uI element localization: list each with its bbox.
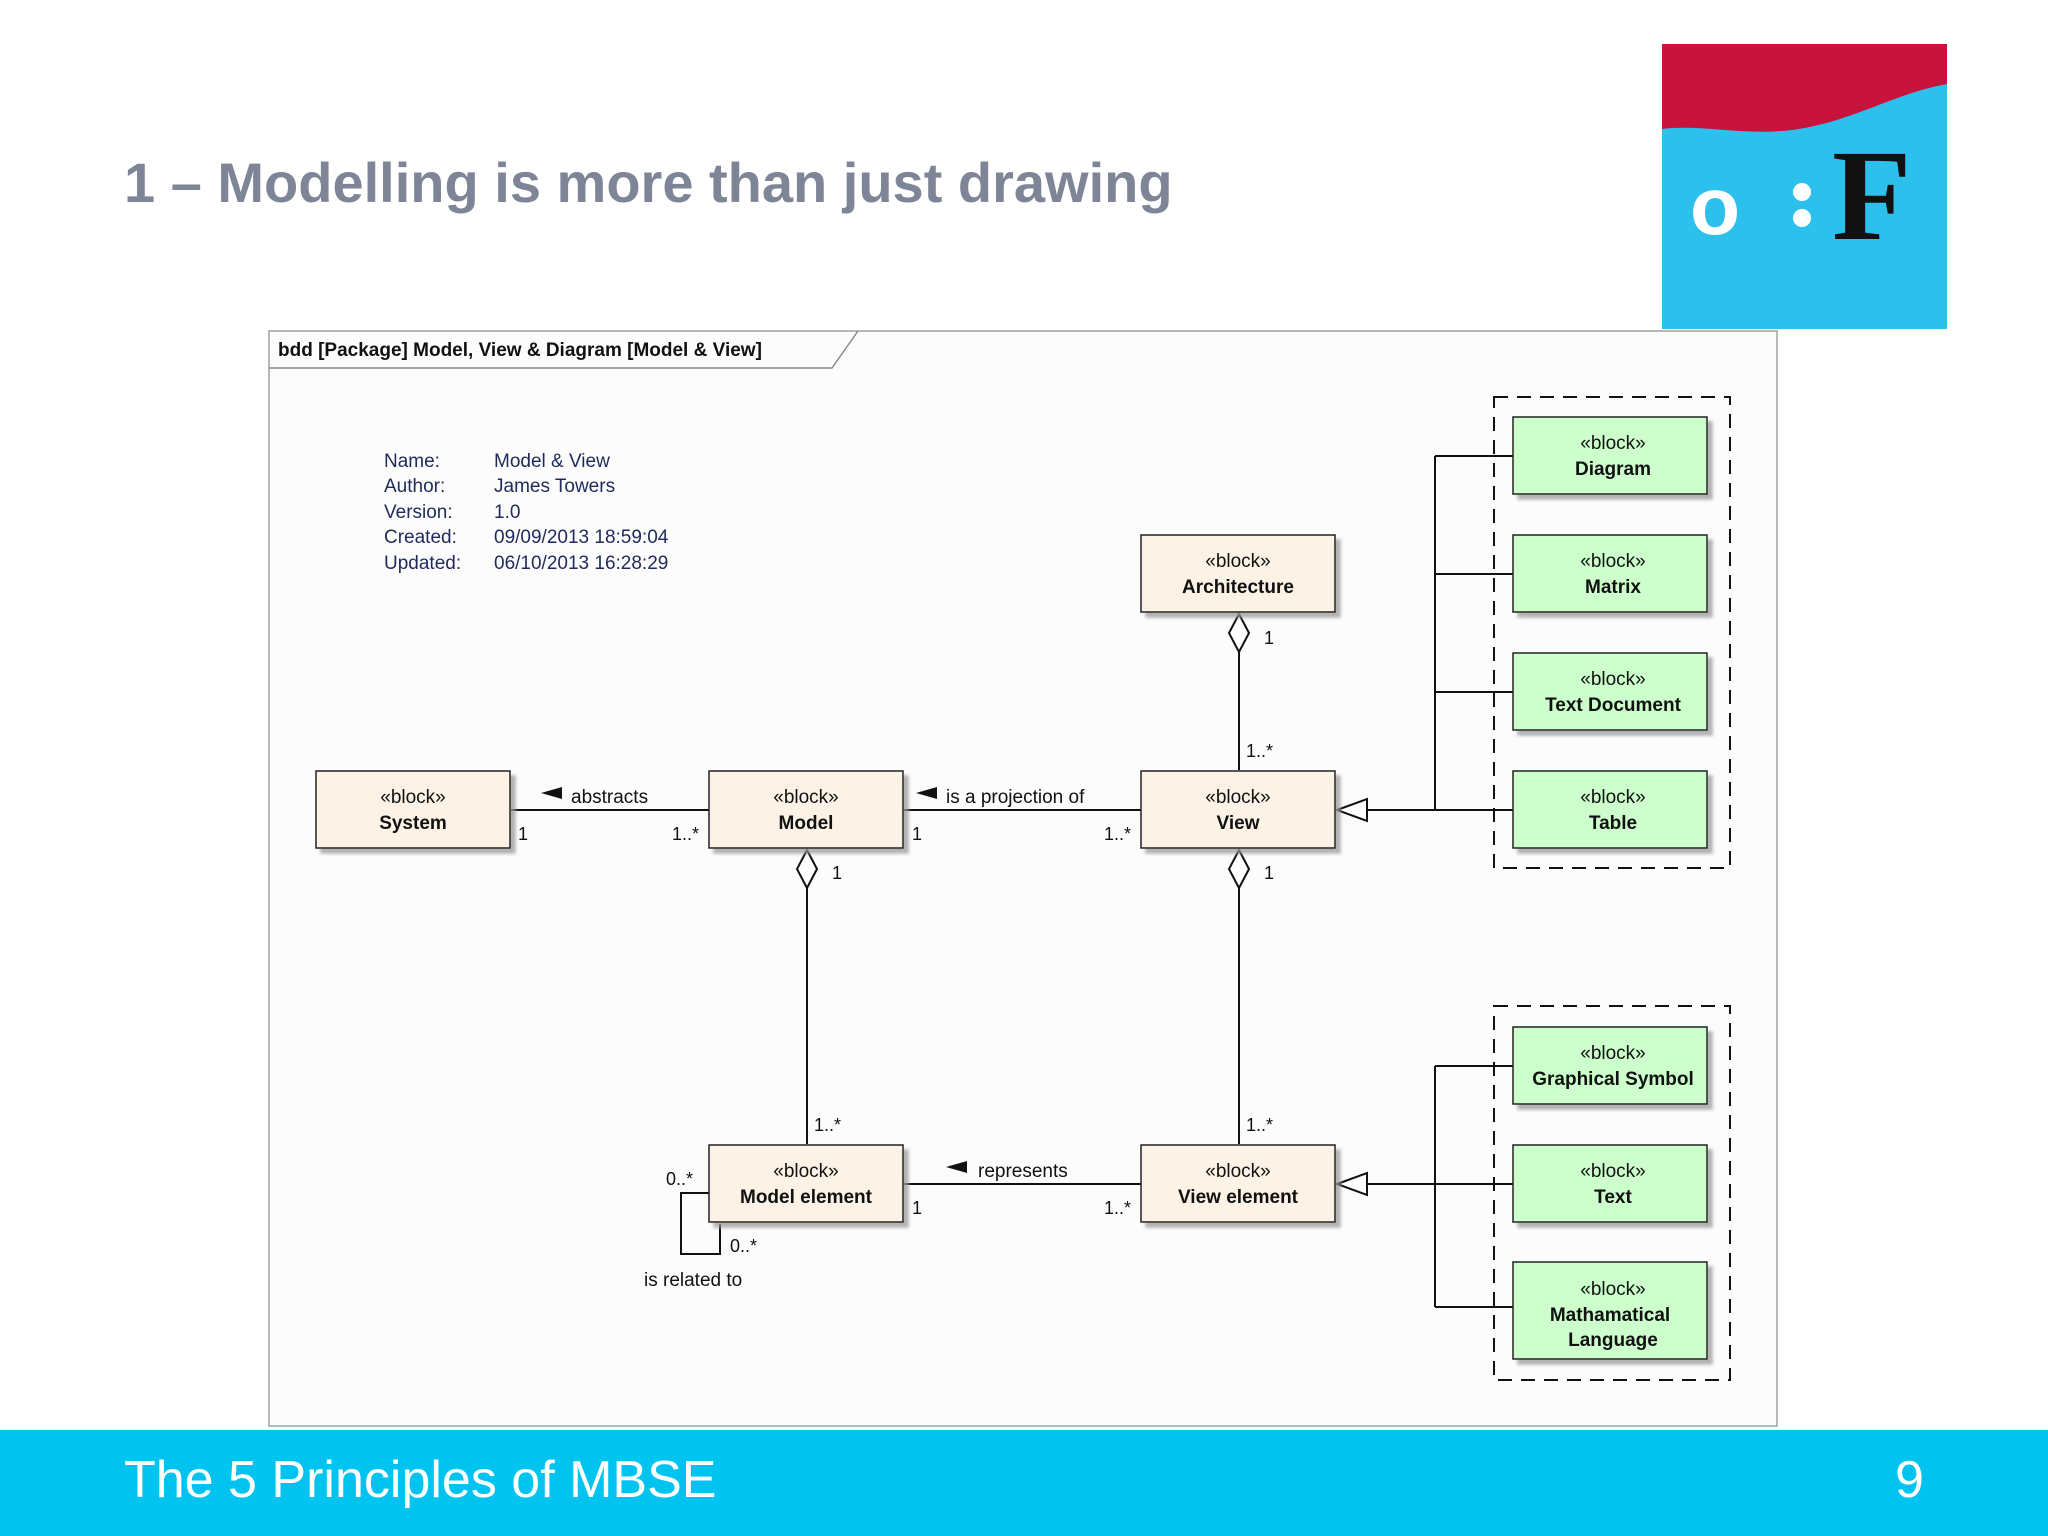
block-view-name: View	[1217, 813, 1260, 834]
block-math-language-name-line1: Mathamatical	[1550, 1305, 1670, 1326]
block-architecture-name: Architecture	[1182, 577, 1294, 598]
related-mult-b: 0..*	[730, 1236, 757, 1256]
slide-title: 1 – Modelling is more than just drawing	[124, 151, 1173, 214]
view-part-mult: 1..*	[1246, 741, 1273, 761]
architecture-aggregation-diamond	[1227, 611, 1251, 655]
block-diagram-stereotype: «block»	[1580, 433, 1646, 454]
meta-version-label: Version:	[384, 502, 453, 523]
block-matrix-name: Matrix	[1585, 577, 1641, 598]
block-model-element-stereotype: «block»	[773, 1161, 839, 1182]
block-view-element-name: View element	[1178, 1187, 1299, 1208]
model-element-part-mult: 1..*	[814, 1115, 841, 1135]
meta-name-value: Model & View	[494, 451, 610, 472]
view-whole-mult: 1	[1264, 863, 1274, 883]
block-text-document[interactable]: «block» Text Document	[1512, 652, 1708, 731]
block-system-stereotype: «block»	[380, 787, 446, 808]
logo: o F	[1662, 44, 1947, 329]
block-model-element-name: Model element	[740, 1187, 873, 1208]
view-element-part-mult: 1..*	[1246, 1115, 1273, 1135]
view-element-generalization-tree	[1367, 1065, 1513, 1308]
meta-created-value: 09/09/2013 18:59:04	[494, 527, 669, 548]
block-math-language[interactable]: «block» Mathamatical Language	[1512, 1261, 1708, 1360]
meta-created-label: Created:	[384, 527, 457, 548]
related-label: is related to	[644, 1270, 742, 1291]
related-mult-a: 0..*	[666, 1169, 693, 1189]
model-whole-mult: 1	[832, 863, 842, 883]
logo-text-o: o	[1690, 161, 1740, 252]
block-model-element[interactable]: «block» Model element	[708, 1144, 904, 1223]
block-table[interactable]: «block» Table	[1512, 770, 1708, 849]
block-math-language-stereotype: «block»	[1580, 1279, 1646, 1300]
represents-target-mult: 1..*	[1104, 1198, 1131, 1218]
block-view-element-stereotype: «block»	[1205, 1161, 1271, 1182]
meta-updated-label: Updated:	[384, 553, 461, 574]
block-text[interactable]: «block» Text	[1512, 1144, 1708, 1223]
diagram-frame	[268, 330, 1778, 1427]
represents-direction-icon	[946, 1161, 967, 1173]
diagram-metadata: Name: Model & View Author: James Towers …	[384, 451, 669, 574]
page-number: 9	[1895, 1451, 1924, 1509]
block-model-stereotype: «block»	[773, 787, 839, 808]
projection-source-mult: 1	[912, 824, 922, 844]
abstracts-source-mult: 1	[518, 824, 528, 844]
architecture-whole-mult: 1	[1264, 628, 1274, 648]
represents-source-mult: 1	[912, 1198, 922, 1218]
block-text-document-name: Text Document	[1545, 695, 1682, 716]
block-view-element[interactable]: «block» View element	[1140, 1144, 1336, 1223]
abstracts-target-mult: 1..*	[672, 824, 699, 844]
block-table-name: Table	[1589, 813, 1637, 834]
block-graphical-symbol-name: Graphical Symbol	[1532, 1069, 1694, 1090]
block-graphical-symbol-stereotype: «block»	[1580, 1043, 1646, 1064]
view-element-types-group	[1493, 1005, 1731, 1381]
view-element-generalization-arrow	[1334, 1171, 1368, 1197]
block-diagram[interactable]: «block» Diagram	[1512, 416, 1708, 495]
abstracts-direction-icon	[541, 787, 562, 799]
represents-label: represents	[978, 1161, 1068, 1182]
block-architecture-stereotype: «block»	[1205, 551, 1271, 572]
block-model[interactable]: «block» Model	[708, 770, 904, 849]
frame-title-tab	[269, 330, 859, 369]
self-association-line	[680, 1192, 721, 1255]
frame-title: bdd [Package] Model, View & Diagram [Mod…	[278, 340, 762, 361]
meta-author-label: Author:	[384, 476, 445, 497]
meta-author-value: James Towers	[494, 476, 615, 497]
abstracts-label: abstracts	[571, 787, 648, 808]
block-matrix[interactable]: «block» Matrix	[1512, 534, 1708, 613]
block-math-language-name-line2: Language	[1568, 1330, 1658, 1351]
footer-title: The 5 Principles of MBSE	[124, 1451, 717, 1509]
view-generalization-arrow	[1334, 797, 1368, 823]
footer-bar: The 5 Principles of MBSE 9	[0, 1430, 2048, 1536]
view-generalization-tree	[1367, 455, 1513, 811]
block-text-name: Text	[1594, 1187, 1632, 1208]
block-graphical-symbol[interactable]: «block» Graphical Symbol	[1512, 1026, 1708, 1105]
block-matrix-stereotype: «block»	[1580, 551, 1646, 572]
block-system-name: System	[379, 813, 447, 834]
block-architecture[interactable]: «block» Architecture	[1140, 534, 1336, 613]
model-aggregation-diamond	[795, 847, 819, 891]
meta-updated-value: 06/10/2013 16:28:29	[494, 553, 668, 574]
projection-direction-icon	[916, 787, 937, 799]
meta-name-label: Name:	[384, 451, 440, 472]
view-aggregation-diamond	[1227, 847, 1251, 891]
projection-label: is a projection of	[946, 787, 1085, 808]
block-diagram-name: Diagram	[1575, 459, 1651, 480]
projection-target-mult: 1..*	[1104, 824, 1131, 844]
logo-text-f: F	[1832, 124, 1911, 268]
block-model-name: Model	[779, 813, 834, 834]
block-text-stereotype: «block»	[1580, 1161, 1646, 1182]
meta-version-value: 1.0	[494, 502, 520, 523]
block-text-document-stereotype: «block»	[1580, 669, 1646, 690]
view-types-group	[1493, 396, 1731, 869]
block-view-stereotype: «block»	[1205, 787, 1271, 808]
block-system[interactable]: «block» System	[315, 770, 511, 849]
block-view[interactable]: «block» View	[1140, 770, 1336, 849]
block-table-stereotype: «block»	[1580, 787, 1646, 808]
